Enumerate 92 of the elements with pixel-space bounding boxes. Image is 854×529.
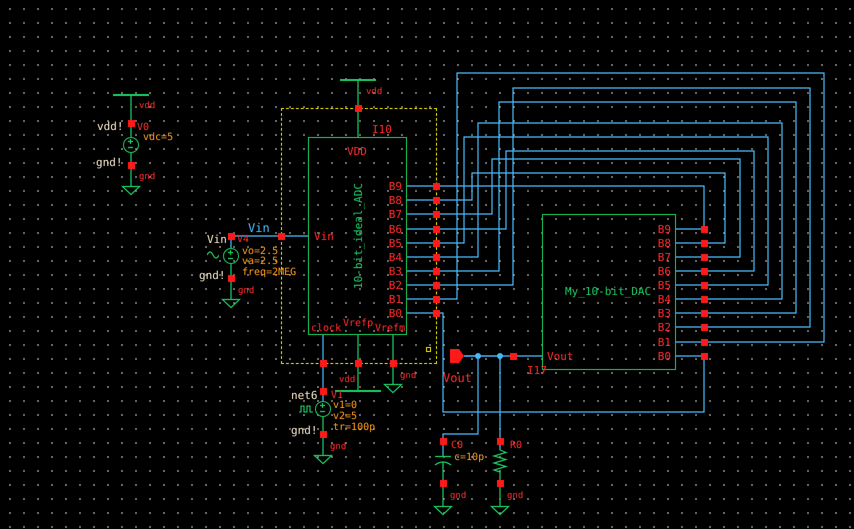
wire: [407, 312, 705, 413]
wire: [130, 153, 132, 186]
wire: [322, 335, 324, 401]
pin-name: B8: [658, 238, 671, 250]
ground-symbol: [314, 455, 332, 464]
net-name: gnd: [400, 370, 416, 382]
block-name: 10-bit_ideal_ADC: [353, 183, 365, 289]
ground-symbol: [384, 384, 402, 393]
pin-name: B9: [658, 224, 671, 236]
pin-name: B1: [388, 294, 402, 306]
pin-name: B7: [388, 209, 402, 221]
pin-name: B0: [388, 308, 402, 320]
parameter-text: v1=0: [333, 400, 358, 412]
wire: [357, 335, 359, 390]
pin-name: Vrefp: [343, 318, 374, 330]
resistor-symbol: [493, 450, 507, 472]
pin-name: VDD: [347, 146, 367, 158]
net-name: gnd: [450, 490, 466, 502]
net-label: Vin: [247, 222, 271, 235]
wire: [230, 264, 232, 299]
voltage-source-symbol: [223, 248, 239, 264]
net-name: gnd!: [291, 425, 318, 437]
net-name: Vin: [207, 234, 227, 246]
wire: [442, 466, 444, 506]
net-name: gnd: [507, 490, 524, 502]
wire: [407, 136, 769, 286]
pin-name: B5: [388, 238, 402, 250]
voltage-source-symbol: [315, 401, 331, 417]
pin-name: B2: [388, 280, 402, 292]
voltage-source-symbol: [123, 137, 139, 153]
wire: [499, 472, 501, 506]
instance-name: Vout: [443, 372, 472, 384]
instance-name: I17: [527, 365, 547, 377]
circuit-block: [308, 137, 407, 335]
pin-name: B7: [658, 252, 671, 264]
wire: [130, 96, 132, 137]
wire: [392, 335, 394, 384]
net-name: vdd: [339, 374, 356, 386]
wire: [230, 235, 308, 248]
parameter-text: tr=100p: [333, 422, 376, 434]
net-name: vdd: [366, 86, 382, 98]
wire: [357, 81, 359, 137]
pin-name: Vout: [547, 351, 574, 363]
pin-name: clock: [311, 323, 342, 335]
pin-name: B3: [388, 266, 402, 278]
output-port-symbol: [450, 349, 464, 363]
pin-name: B5: [658, 280, 671, 292]
pin-name: B1: [658, 337, 671, 349]
capacitor-symbol: [434, 455, 452, 466]
wire: [407, 172, 726, 244]
parameter-text: v2=5: [333, 411, 358, 422]
parameter-text: va=2.5: [242, 256, 278, 267]
parameter-text: c=10p: [454, 452, 484, 464]
net-name: gnd: [139, 171, 156, 183]
pin-name: B3: [658, 308, 671, 320]
ground-symbol: [122, 186, 140, 195]
net-name: vdd!: [97, 121, 124, 133]
wire: [407, 150, 755, 272]
block-name: My_10-bit_DAC: [565, 286, 652, 298]
pin-name: B6: [658, 266, 671, 278]
instance-name: R0: [510, 440, 522, 452]
wire: [464, 355, 501, 450]
net-name: gnd: [330, 441, 346, 453]
instance-name: V1: [331, 390, 344, 401]
instance-name: I10: [372, 124, 392, 136]
ground-symbol: [222, 299, 240, 308]
pin-name: B4: [658, 294, 671, 306]
pin-name: B9: [388, 181, 402, 193]
net-name: net6: [291, 390, 318, 402]
wire: [407, 122, 783, 300]
ground-symbol: [491, 506, 509, 515]
net-name: vdd: [139, 100, 156, 112]
wire: [407, 185, 705, 230]
pin-name: B4: [388, 252, 402, 264]
net-name: gnd: [238, 285, 254, 297]
instance-name: V0: [137, 122, 150, 133]
pin-name: B8: [388, 195, 402, 207]
parameter-text: vdc=5: [143, 132, 174, 144]
net-name: gnd!: [96, 157, 122, 169]
wire: [322, 417, 324, 455]
pin-name: Vin: [314, 231, 334, 243]
wire: [407, 158, 741, 258]
parameter-text: freq=2MEG: [242, 267, 296, 279]
instance-name: V4: [237, 234, 250, 246]
parameter-text: vo=2.5: [242, 246, 278, 257]
pin-name: B0: [658, 351, 671, 363]
pin-name: B6: [388, 224, 402, 236]
pin-name: Vrefm: [375, 323, 406, 335]
ground-symbol: [434, 506, 452, 515]
pin-name: B2: [658, 322, 671, 334]
net-name: gnd!: [199, 270, 226, 282]
instance-name: C0: [451, 440, 464, 452]
